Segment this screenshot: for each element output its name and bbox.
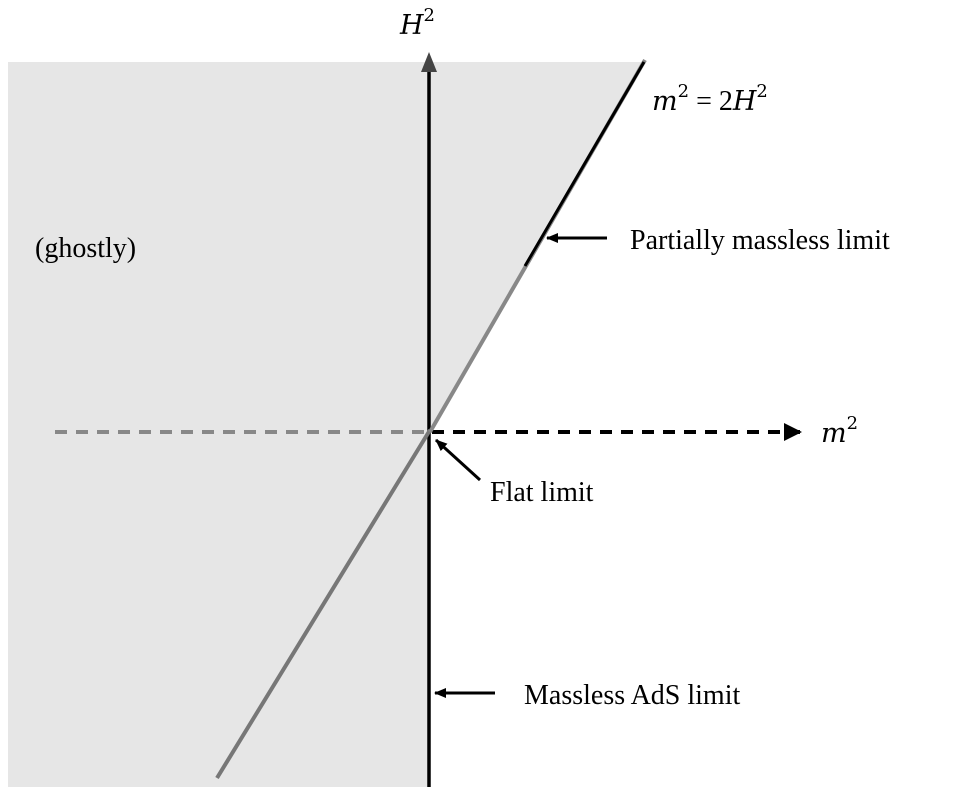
boundary-line — [523, 61, 646, 267]
lower-grey-line — [215, 428, 432, 780]
flat-limit-pointer — [434, 438, 482, 482]
ghostly-region — [8, 62, 643, 787]
h2-axis-label: H2 — [399, 5, 435, 41]
m2-axis-arrowhead — [784, 423, 802, 441]
massless-ads-label: Massless AdS limit — [524, 680, 740, 711]
h2-axis-arrowhead — [421, 52, 437, 72]
boundary-equation-label: m2 = 2H2 — [652, 81, 768, 117]
partially-massless-label: Partially massless limit — [630, 225, 890, 256]
ghostly-region-label: (ghostly) — [35, 233, 136, 264]
flat-limit-label: Flat limit — [490, 477, 594, 508]
m2-axis-label: m2 — [821, 413, 858, 449]
